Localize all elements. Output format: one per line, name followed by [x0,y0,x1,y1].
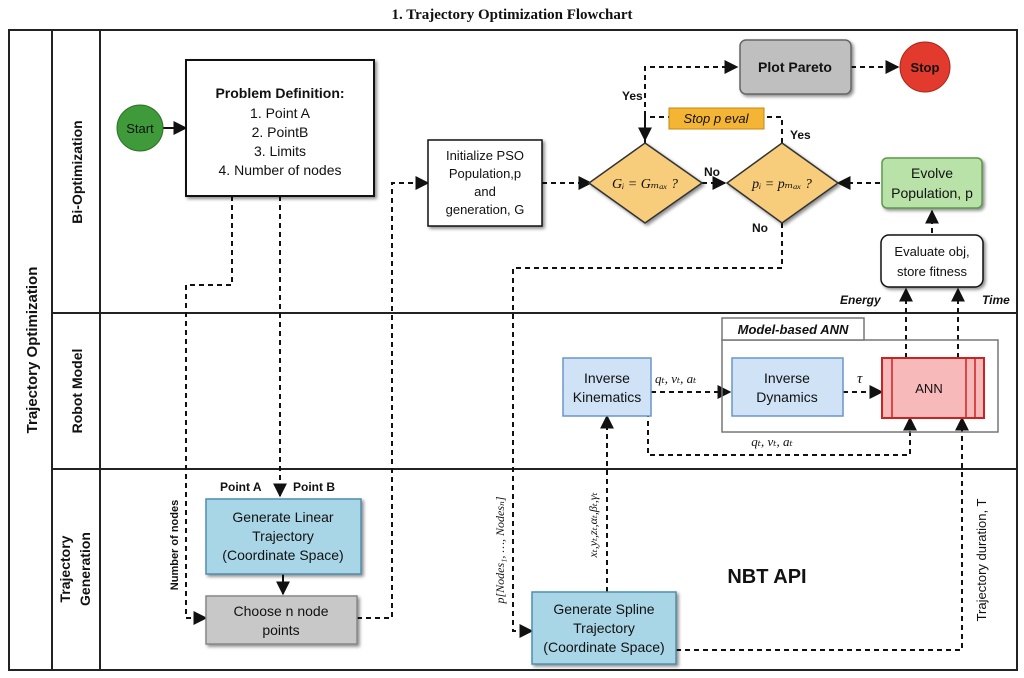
generate-linear-line-3: (Coordinate Space) [222,547,343,563]
inverse-kinematics-box: Inverse Kinematics [562,357,652,417]
evaluate-box: Evaluate obj, store fitness [880,234,984,288]
time-label: Time [982,293,1010,307]
problem-definition-item-4: 4. Number of nodes [219,162,342,178]
problem-definition-box: Problem Definition: 1. Point A 2. PointB… [185,59,375,197]
generate-spline-line-2: Trajectory [573,620,635,636]
inverse-dynamics-box: Inverse Dynamics [731,357,844,417]
inverse-dynamics-line-1: Inverse [764,370,810,386]
lane-label-trajectory-generation-1: Trajectory [57,535,73,602]
lane-label-robot-model: Robot Model [69,349,85,434]
inverse-kinematics-line-2: Kinematics [573,389,641,405]
inverse-dynamics-line-2: Dynamics [756,389,817,405]
kinematic-outputs-top: qₜ, vₜ, aₜ [655,371,697,386]
no-label-mid: No [704,165,720,179]
plot-pareto-label: Plot Pareto [758,59,832,75]
connectors [163,60,969,651]
decision-p-diamond: pᵢ = pₘₐₓ ? [725,142,840,224]
choose-nodes-line-2: points [262,622,299,638]
model-based-ann-label: Model-based ANN [738,322,849,337]
spline-params-label: xₜ,yₜ,zₜ,αₜ,βₜ,γₜ [586,492,600,558]
kinematic-outputs-bottom: qₜ, vₜ, aₜ [751,434,793,449]
init-pso-line-2: Population,p [449,166,521,181]
generate-spline-box: Generate Spline Trajectory (Coordinate S… [531,591,677,665]
diagram-title: 1. Trajectory Optimization Flowchart [391,7,632,23]
number-of-nodes-label: Number of nodes [169,500,181,590]
decision-p-label: pᵢ = pₘₐₓ ? [751,177,812,192]
trajectory-duration-label: Trajectory duration, T [974,499,989,622]
decision-g-diamond: Gᵢ = Gₘₐₓ ? [587,142,704,224]
lane-label-trajectory-optimization: Trajectory Optimization [24,267,41,434]
generate-spline-line-1: Generate Spline [553,601,654,617]
plot-pareto-box: Plot Pareto [739,39,852,95]
lane-label-bi-optimization: Bi-Optimization [69,120,85,223]
initialize-pso-box: Initialize PSO Population,p and generati… [427,139,543,227]
problem-definition-heading: Problem Definition: [215,85,344,101]
decision-g-label: Gᵢ = Gₘₐₓ ? [612,177,678,192]
init-pso-line-1: Initialize PSO [446,148,524,163]
choose-nodes-box: Choose n node points [205,595,358,645]
problem-definition-item-1: 1. Point A [250,105,311,121]
stop-node: Stop [899,41,951,93]
evaluate-line-2: store fitness [897,264,968,279]
stop-p-eval-box: Stop p eval [668,107,765,130]
lane-label-trajectory-generation-2: Generation [77,532,93,606]
stop-label: Stop [911,60,940,75]
start-node: Start [116,104,164,152]
evaluate-line-1: Evaluate obj, [894,244,969,259]
init-pso-line-4: generation, G [446,202,525,217]
evolve-line-1: Evolve [911,165,953,181]
model-based-ann-tab [721,317,865,341]
nodes-vector-label: p[Nodes₁, …, Nodesₙ] [493,496,507,604]
evolve-line-2: Population, p [891,185,973,201]
yes-label-left: Yes [622,89,643,103]
yes-label-right: Yes [790,128,811,142]
evolve-population-box: Evolve Population, p [881,157,983,209]
start-label: Start [126,121,154,136]
point-a-label: Point A [220,480,262,494]
inverse-kinematics-line-1: Inverse [584,370,630,386]
generate-linear-line-1: Generate Linear [232,509,334,525]
ann-label: ANN [915,381,942,396]
generate-linear-line-2: Trajectory [252,528,314,544]
energy-label: Energy [840,293,882,307]
problem-definition-item-3: 3. Limits [254,143,306,159]
tau-label: τ [857,371,863,387]
generate-linear-box: Generate Linear Trajectory (Coordinate S… [205,498,362,575]
swimlane-frame [8,29,1018,671]
point-b-label: Point B [293,480,335,494]
no-label-bottom: No [752,221,768,235]
nbt-api-label: NBT API [727,566,806,588]
problem-definition-item-2: 2. PointB [252,124,309,140]
choose-nodes-line-1: Choose n node [234,603,329,619]
ann-box: ANN [881,357,985,419]
init-pso-line-3: and [474,184,496,199]
generate-spline-line-3: (Coordinate Space) [543,639,664,655]
stop-p-eval-label: Stop p eval [683,111,749,126]
